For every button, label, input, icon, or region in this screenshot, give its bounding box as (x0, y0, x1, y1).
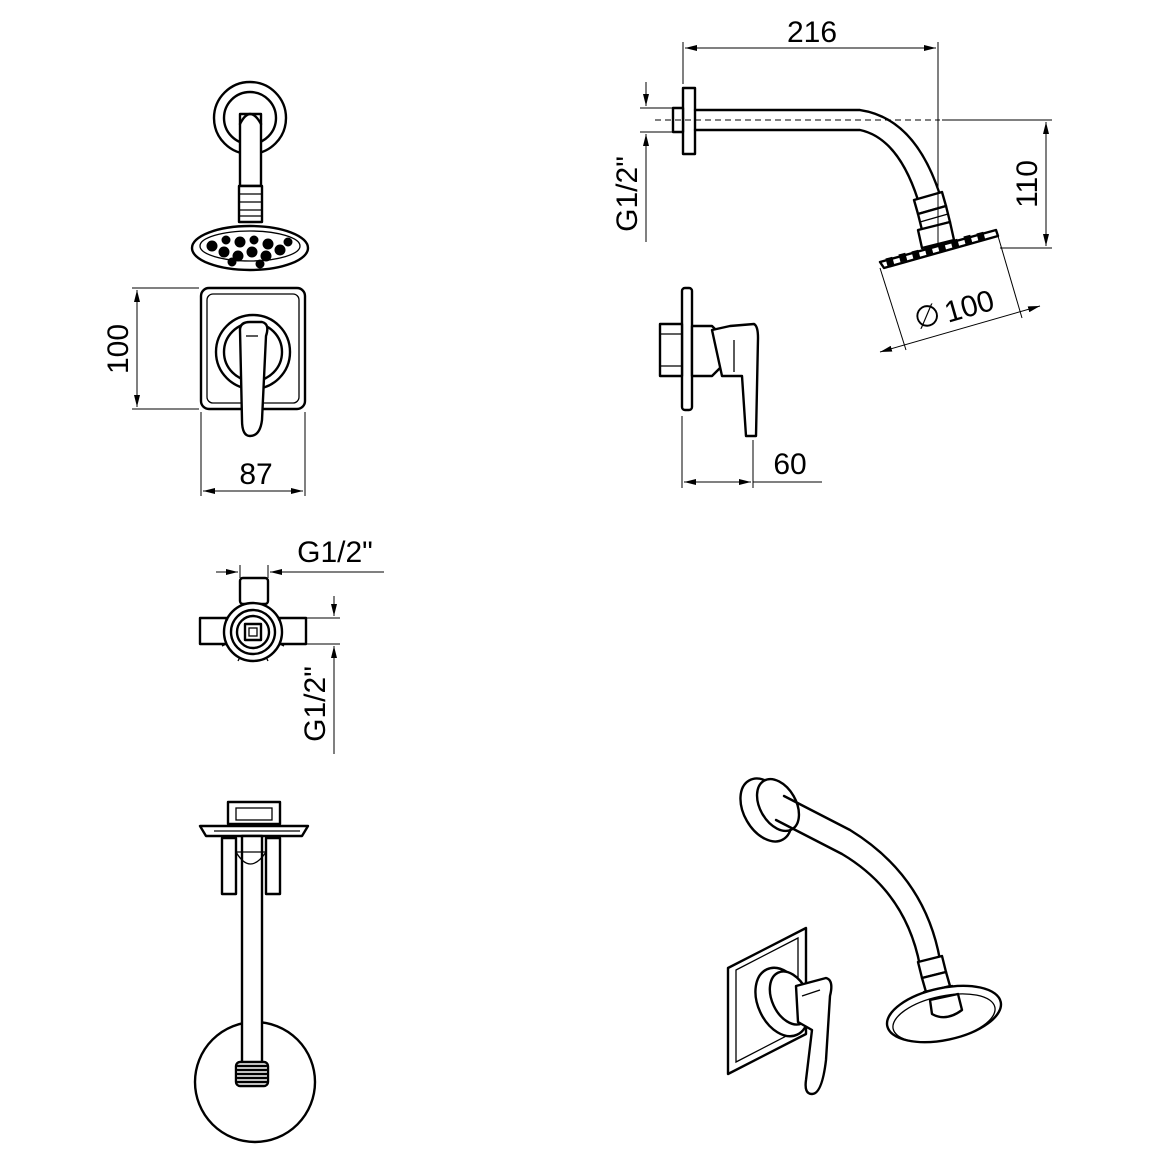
side-view-valve: 60 (658, 286, 822, 488)
valve-depth-label: 60 (773, 448, 806, 481)
side-nozzles (885, 231, 986, 267)
isometric-view-shower-set (726, 777, 1003, 1096)
plate-height-label: 100 (102, 324, 135, 374)
head-diameter-label: 100 (941, 284, 998, 330)
bottom-view-shower-arm (193, 800, 317, 1144)
arm-thread-label: G1/2" (611, 156, 644, 232)
plate-width-label: 87 (239, 458, 272, 491)
valve-thread-vertical-label: G1/2" (299, 666, 332, 742)
head-diameter-symbol: ∅ (910, 297, 944, 336)
front-view-shower-head (190, 80, 310, 272)
valve-body-top-view: G1/2" G1/2" (198, 536, 384, 754)
valve-thread-horizontal-label: G1/2" (297, 536, 373, 569)
front-view-valve-plate: 100 87 (102, 286, 307, 496)
side-view-shower-arm: 216 110 ∅ 100 G1/2" (611, 16, 1052, 353)
arm-length-label: 216 (787, 16, 837, 49)
arm-drop-label: 110 (1011, 160, 1044, 208)
head-nozzles (206, 235, 293, 269)
